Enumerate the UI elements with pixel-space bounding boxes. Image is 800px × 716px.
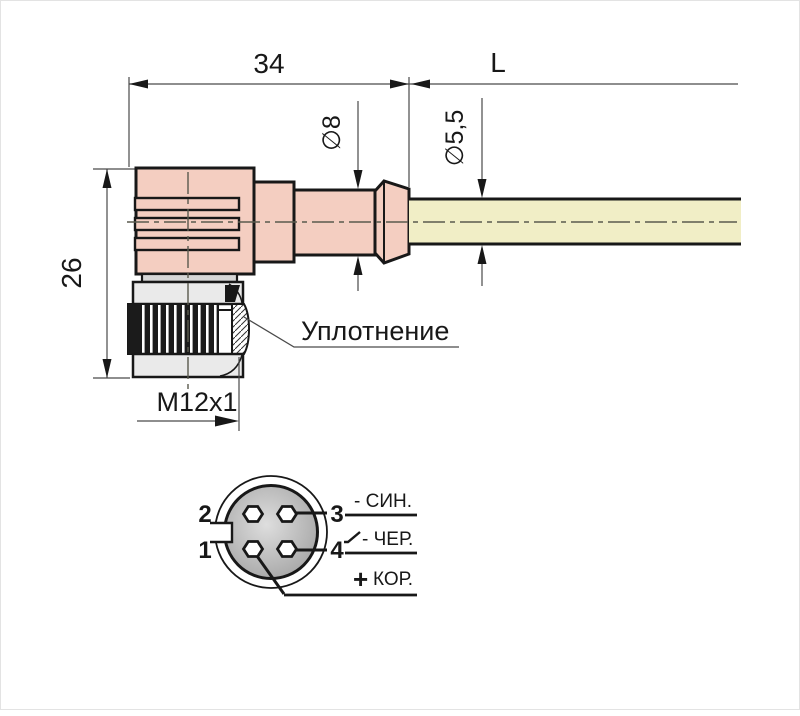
switch-contact-icon: [344, 531, 361, 544]
dimension-dia55: [477, 98, 487, 286]
seal-label: Уплотнение: [301, 316, 449, 346]
pin-diagram: 2 1 3 4 - СИН. - ЧЕР. + КОР.: [198, 475, 417, 597]
dia8-label: ∅8: [318, 115, 346, 151]
thread-end-cap: [128, 304, 140, 354]
pin-1-label: 1: [198, 537, 211, 564]
dimension-34: [128, 77, 738, 187]
arrowhead-right-icon: [215, 415, 239, 427]
dia55-label: ∅5,5: [441, 110, 469, 167]
wire-blue-label: - СИН.: [354, 491, 412, 512]
connector-face-disc: [223, 484, 319, 580]
seal-callout: Уплотнение: [243, 316, 459, 348]
body-rib: [133, 216, 241, 232]
arrowhead-down-icon: [353, 170, 363, 189]
thread-spec-label: M12x1: [156, 387, 237, 417]
nut-chamfer-top: [228, 283, 243, 304]
pin1-lead-line: [255, 555, 286, 595]
pin-1-socket: [241, 540, 265, 558]
seal-ring-section: [231, 303, 251, 355]
seal-pocket: [217, 309, 233, 355]
wire-black-label: - ЧЕР.: [362, 529, 413, 550]
pin-4-socket: [275, 540, 299, 558]
pin-4-label: 4: [330, 537, 344, 564]
arrowhead-up-icon: [477, 245, 487, 264]
dimension-dia8: [353, 101, 363, 291]
arrowhead-left-icon: [411, 79, 430, 89]
pin-3-socket: [275, 505, 299, 523]
nut-chamfer-bottom: [219, 354, 243, 377]
body-rib: [133, 196, 241, 212]
keying-notch: [210, 523, 232, 542]
keying-notch-outline: [210, 521, 234, 544]
m12-thread: [127, 303, 219, 355]
pin-2-label: 2: [198, 501, 211, 528]
arrowhead-up-icon: [102, 169, 112, 188]
connector-body: [133, 166, 411, 276]
dimension-26: [93, 168, 135, 379]
pin-2-socket: [241, 505, 265, 523]
dimension-34-label: 34: [253, 48, 284, 79]
wire-brown-sign: +: [353, 564, 368, 594]
coupling-nut: [127, 272, 251, 379]
arrowhead-down-icon: [477, 179, 487, 198]
arrowhead-left-icon: [129, 79, 148, 89]
arrowhead-right-icon: [390, 79, 409, 89]
pin-3-label: 3: [330, 501, 343, 528]
leader-line: [243, 316, 459, 348]
dimension-26-label: 26: [56, 257, 87, 288]
dimension-L-label: L: [490, 47, 506, 78]
thread-spec-leader: [137, 357, 240, 431]
arrowhead-up-icon: [353, 256, 363, 275]
body-rib: [133, 236, 241, 252]
arrowhead-down-icon: [102, 359, 112, 378]
wire-brown-label: КОР.: [373, 569, 413, 590]
